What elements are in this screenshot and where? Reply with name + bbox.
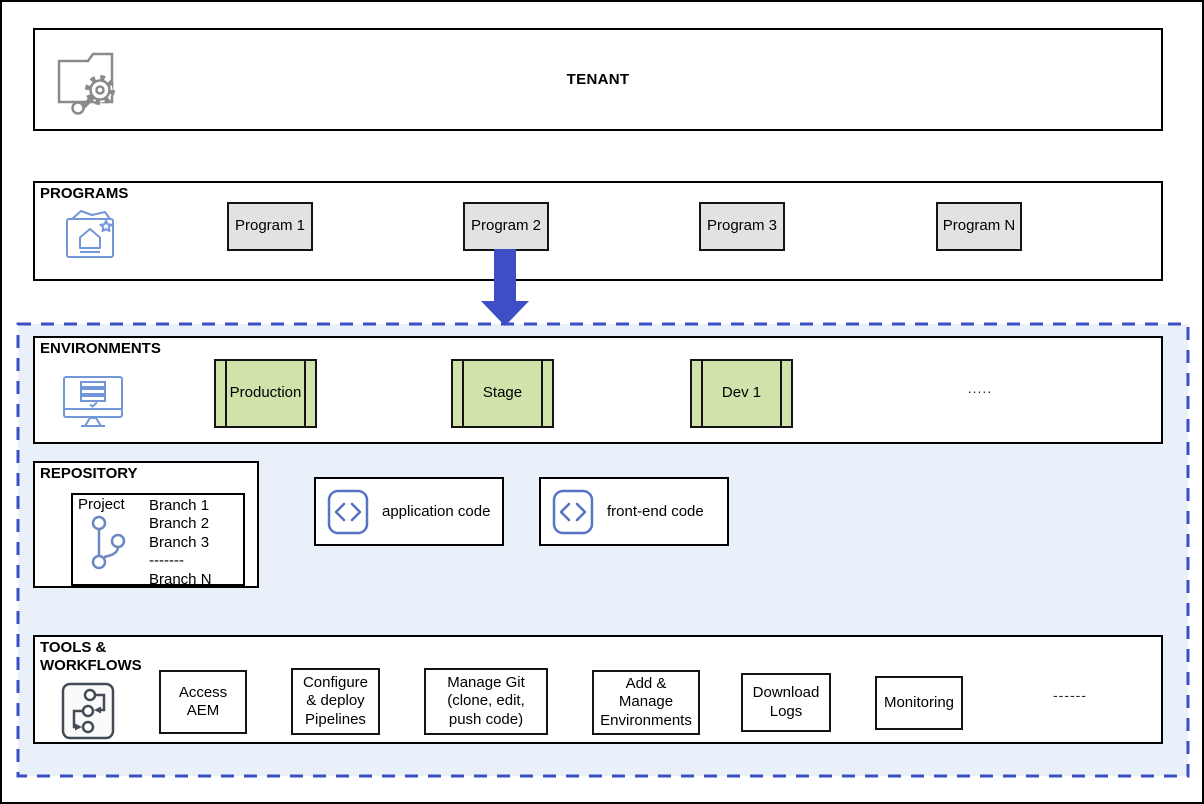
tool-node: Add & Manage Environments [592, 670, 700, 735]
program-node: Program 3 [699, 202, 785, 251]
folder-settings-icon [51, 43, 129, 117]
tools-section: TOOLS & WORKFLOWS Access AEM Configure &… [33, 635, 1163, 744]
branch-item: Branch N [149, 570, 212, 586]
tool-node: Download Logs [741, 673, 831, 732]
tenant-label: TENANT [566, 71, 630, 88]
application-code-label: application code [382, 503, 491, 520]
program-node: Program N [936, 202, 1022, 251]
programs-folder-icon [61, 204, 119, 262]
tool-node: Monitoring [875, 676, 963, 730]
front-end-code-label: front-end code [607, 503, 704, 520]
front-end-code-box: front-end code [539, 477, 729, 546]
tenant-section: TENANT [33, 28, 1163, 131]
down-arrow [481, 249, 529, 326]
tools-more: ------ [1053, 687, 1087, 703]
branch-item: ------- [149, 552, 184, 570]
branch-list: Branch 1 Branch 2 Branch 3 ------- Branc… [149, 497, 212, 586]
programs-label: PROGRAMS [40, 185, 129, 202]
branch-item: Branch 3 [149, 533, 210, 551]
environment-node: Production [214, 359, 317, 428]
application-code-box: application code [314, 477, 504, 546]
program-node: Program 1 [227, 202, 313, 251]
environment-node: Stage [451, 359, 554, 428]
monitor-icon [61, 374, 125, 432]
tools-label: TOOLS & WORKFLOWS [40, 639, 142, 674]
tool-node: Configure & deploy Pipelines [291, 668, 380, 735]
tool-node: Access AEM [159, 670, 247, 734]
program-node: Program 2 [463, 202, 549, 251]
environments-section: ENVIRONMENTS Production Stage Dev 1 ....… [33, 336, 1163, 444]
branch-item: Branch 2 [149, 515, 210, 533]
project-label: Project [78, 496, 125, 513]
tool-node: Manage Git (clone, edit, push code) [424, 668, 548, 735]
git-branch-icon [86, 513, 132, 575]
repository-label: REPOSITORY [40, 465, 138, 482]
environments-more: ..... [967, 380, 993, 396]
code-brackets-icon [552, 489, 594, 535]
branch-item: Branch 1 [149, 497, 210, 514]
programs-section: PROGRAMS Program 1 Program 2 Program 3 P… [33, 181, 1163, 281]
code-brackets-icon [327, 489, 369, 535]
environment-node: Dev 1 [690, 359, 793, 428]
workflow-icon [61, 681, 117, 741]
repository-section: REPOSITORY Project Branch 1 Branch 2 Br [33, 461, 259, 588]
project-box: Project Branch 1 Branch 2 Branch 3 -----… [71, 493, 245, 586]
environments-label: ENVIRONMENTS [40, 340, 161, 357]
